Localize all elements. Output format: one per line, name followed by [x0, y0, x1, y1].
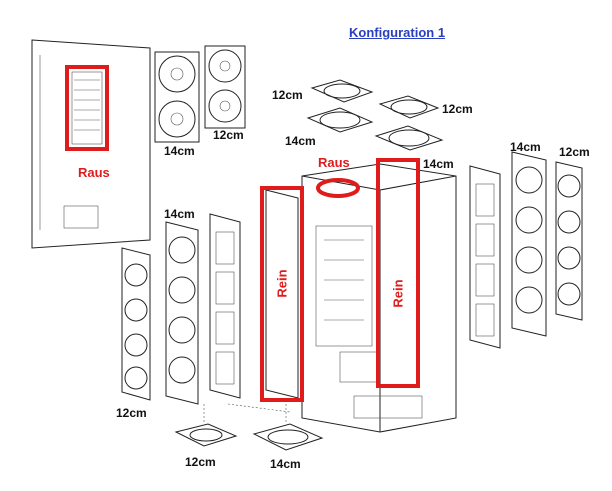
label-size-side-14: 14cm [164, 144, 195, 158]
label-size-top-4: 14cm [423, 157, 454, 171]
outlet-highlight-top [316, 178, 360, 198]
right-filter-column [469, 165, 501, 349]
right-fan-column-12cm [555, 161, 583, 321]
label-size-bottom-14: 14cm [270, 457, 301, 471]
label-size-bottom-12: 12cm [185, 455, 216, 469]
bottom-fan-14cm [252, 423, 324, 451]
inlet-highlight-left [260, 186, 304, 402]
label-size-top-1: 12cm [272, 88, 303, 102]
label-size-top-3: 14cm [285, 134, 316, 148]
label-size-side-12: 12cm [213, 128, 244, 142]
side-fan-stack-12cm [204, 45, 246, 129]
right-fan-column-14cm [511, 151, 547, 337]
left-fan-column-14cm [165, 221, 199, 405]
label-size-right-12: 12cm [559, 145, 590, 159]
top-fan-2 [378, 95, 440, 119]
label-rein-left: Rein [274, 269, 290, 298]
label-size-right-14: 14cm [510, 140, 541, 154]
label-size-left-12: 12cm [116, 406, 147, 420]
case-left-front-panel [260, 186, 304, 402]
label-raus-side: Raus [78, 165, 110, 180]
inlet-highlight-right [376, 158, 420, 388]
label-rein-right: Rein [390, 279, 406, 308]
top-fan-3 [306, 107, 374, 133]
top-fan-4 [374, 125, 444, 151]
left-fan-column-12cm [121, 247, 151, 401]
page-title[interactable]: Konfiguration 1 [349, 25, 446, 40]
bottom-fan-12cm [174, 423, 238, 447]
left-filter-column [209, 213, 241, 399]
label-size-top-2: 12cm [442, 102, 473, 116]
case-right-front-panel [376, 158, 420, 388]
guide-lines [203, 403, 291, 424]
side-panel [31, 39, 151, 249]
label-raus-top: Raus [318, 155, 350, 170]
top-fan-1 [310, 79, 374, 103]
side-fan-stack-14cm [154, 51, 200, 143]
label-size-left-14: 14cm [164, 207, 195, 221]
outlet-highlight-side [65, 65, 109, 151]
